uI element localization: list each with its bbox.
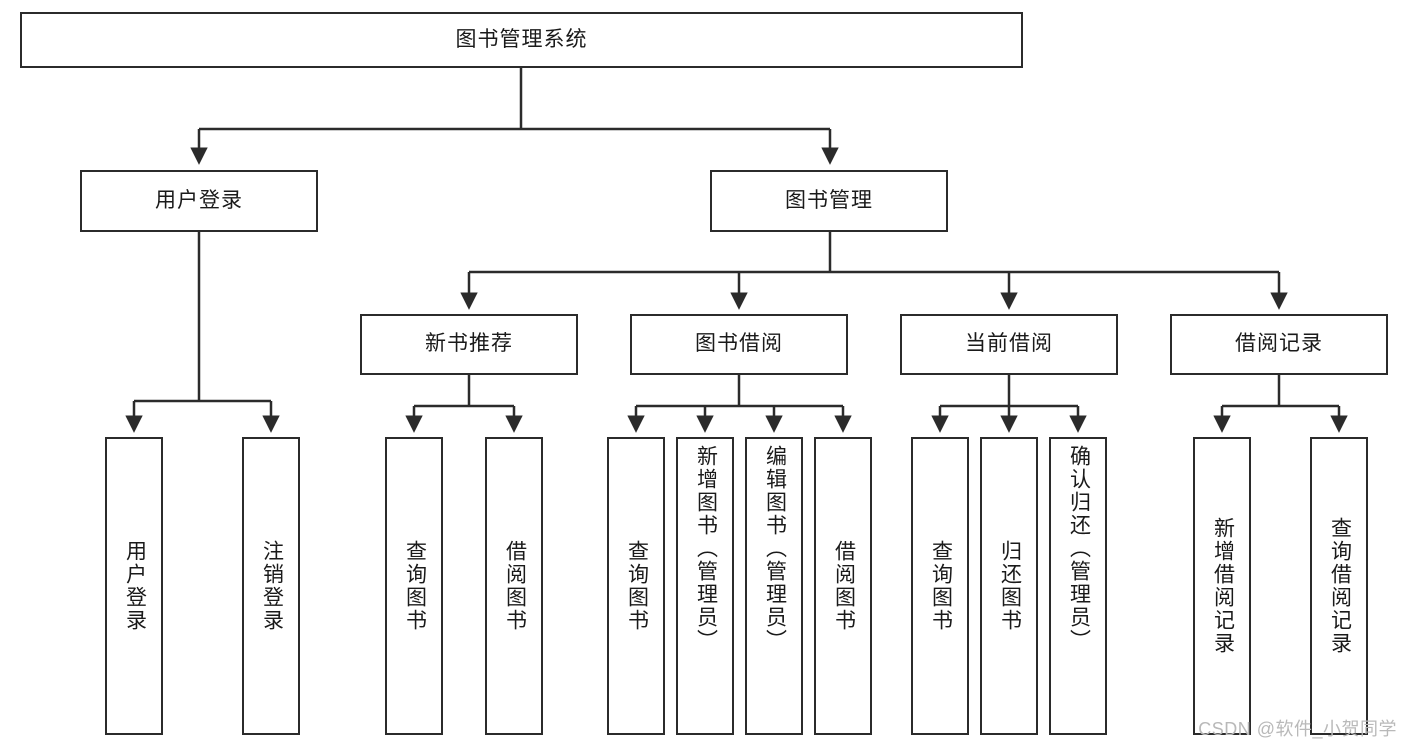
leaf-label: 新增借阅记录 (1211, 517, 1235, 655)
node-new-book-recommend[interactable]: 新书推荐 (360, 314, 578, 375)
leaf-user-login-signin[interactable]: 用户登录 (105, 437, 163, 735)
node-book-management[interactable]: 图书管理 (710, 170, 948, 232)
node-book-borrow[interactable]: 图书借阅 (630, 314, 848, 375)
leaf-borrow-edit-book-admin[interactable]: 编辑图书（管理员） (745, 437, 803, 735)
leaf-borrow-borrow-book[interactable]: 借阅图书 (814, 437, 872, 735)
node-user-login-label: 用户登录 (155, 188, 243, 212)
leaf-label: 用户登录 (123, 540, 147, 632)
leaf-label: 借阅图书 (832, 540, 856, 632)
leaf-label: 查询图书 (929, 540, 953, 632)
leaf-current-query[interactable]: 查询图书 (911, 437, 969, 735)
leaf-label: 查询图书 (625, 540, 649, 632)
leaf-label: 归还图书 (998, 540, 1022, 632)
node-root[interactable]: 图书管理系统 (20, 12, 1023, 68)
leaf-label: 注销登录 (260, 540, 284, 632)
leaf-records-add[interactable]: 新增借阅记录 (1193, 437, 1251, 735)
node-book-borrow-label: 图书借阅 (695, 332, 783, 356)
node-current-borrow-label: 当前借阅 (965, 332, 1053, 356)
node-book-management-label: 图书管理 (785, 188, 873, 212)
node-borrow-records-label: 借阅记录 (1235, 332, 1323, 356)
node-current-borrow[interactable]: 当前借阅 (900, 314, 1118, 375)
leaf-label: 借阅图书 (503, 540, 527, 632)
leaf-new-book-borrow[interactable]: 借阅图书 (485, 437, 543, 735)
leaf-new-book-query[interactable]: 查询图书 (385, 437, 443, 735)
leaf-borrow-query[interactable]: 查询图书 (607, 437, 665, 735)
leaf-borrow-add-book-admin[interactable]: 新增图书（管理员） (676, 437, 734, 735)
leaf-label: 查询图书 (403, 540, 427, 632)
node-new-book-recommend-label: 新书推荐 (425, 332, 513, 356)
leaf-label: 新增图书（管理员） (694, 445, 718, 652)
node-root-label: 图书管理系统 (455, 27, 588, 51)
node-borrow-records[interactable]: 借阅记录 (1170, 314, 1388, 375)
leaf-label: 查询借阅记录 (1328, 517, 1352, 655)
leaf-current-return[interactable]: 归还图书 (980, 437, 1038, 735)
leaf-label: 确认归还（管理员） (1067, 445, 1091, 652)
leaf-label: 编辑图书（管理员） (763, 445, 787, 652)
node-user-login[interactable]: 用户登录 (80, 170, 318, 232)
leaf-current-confirm-return-admin[interactable]: 确认归还（管理员） (1049, 437, 1107, 735)
leaf-records-query[interactable]: 查询借阅记录 (1310, 437, 1368, 735)
leaf-user-login-signout[interactable]: 注销登录 (242, 437, 300, 735)
